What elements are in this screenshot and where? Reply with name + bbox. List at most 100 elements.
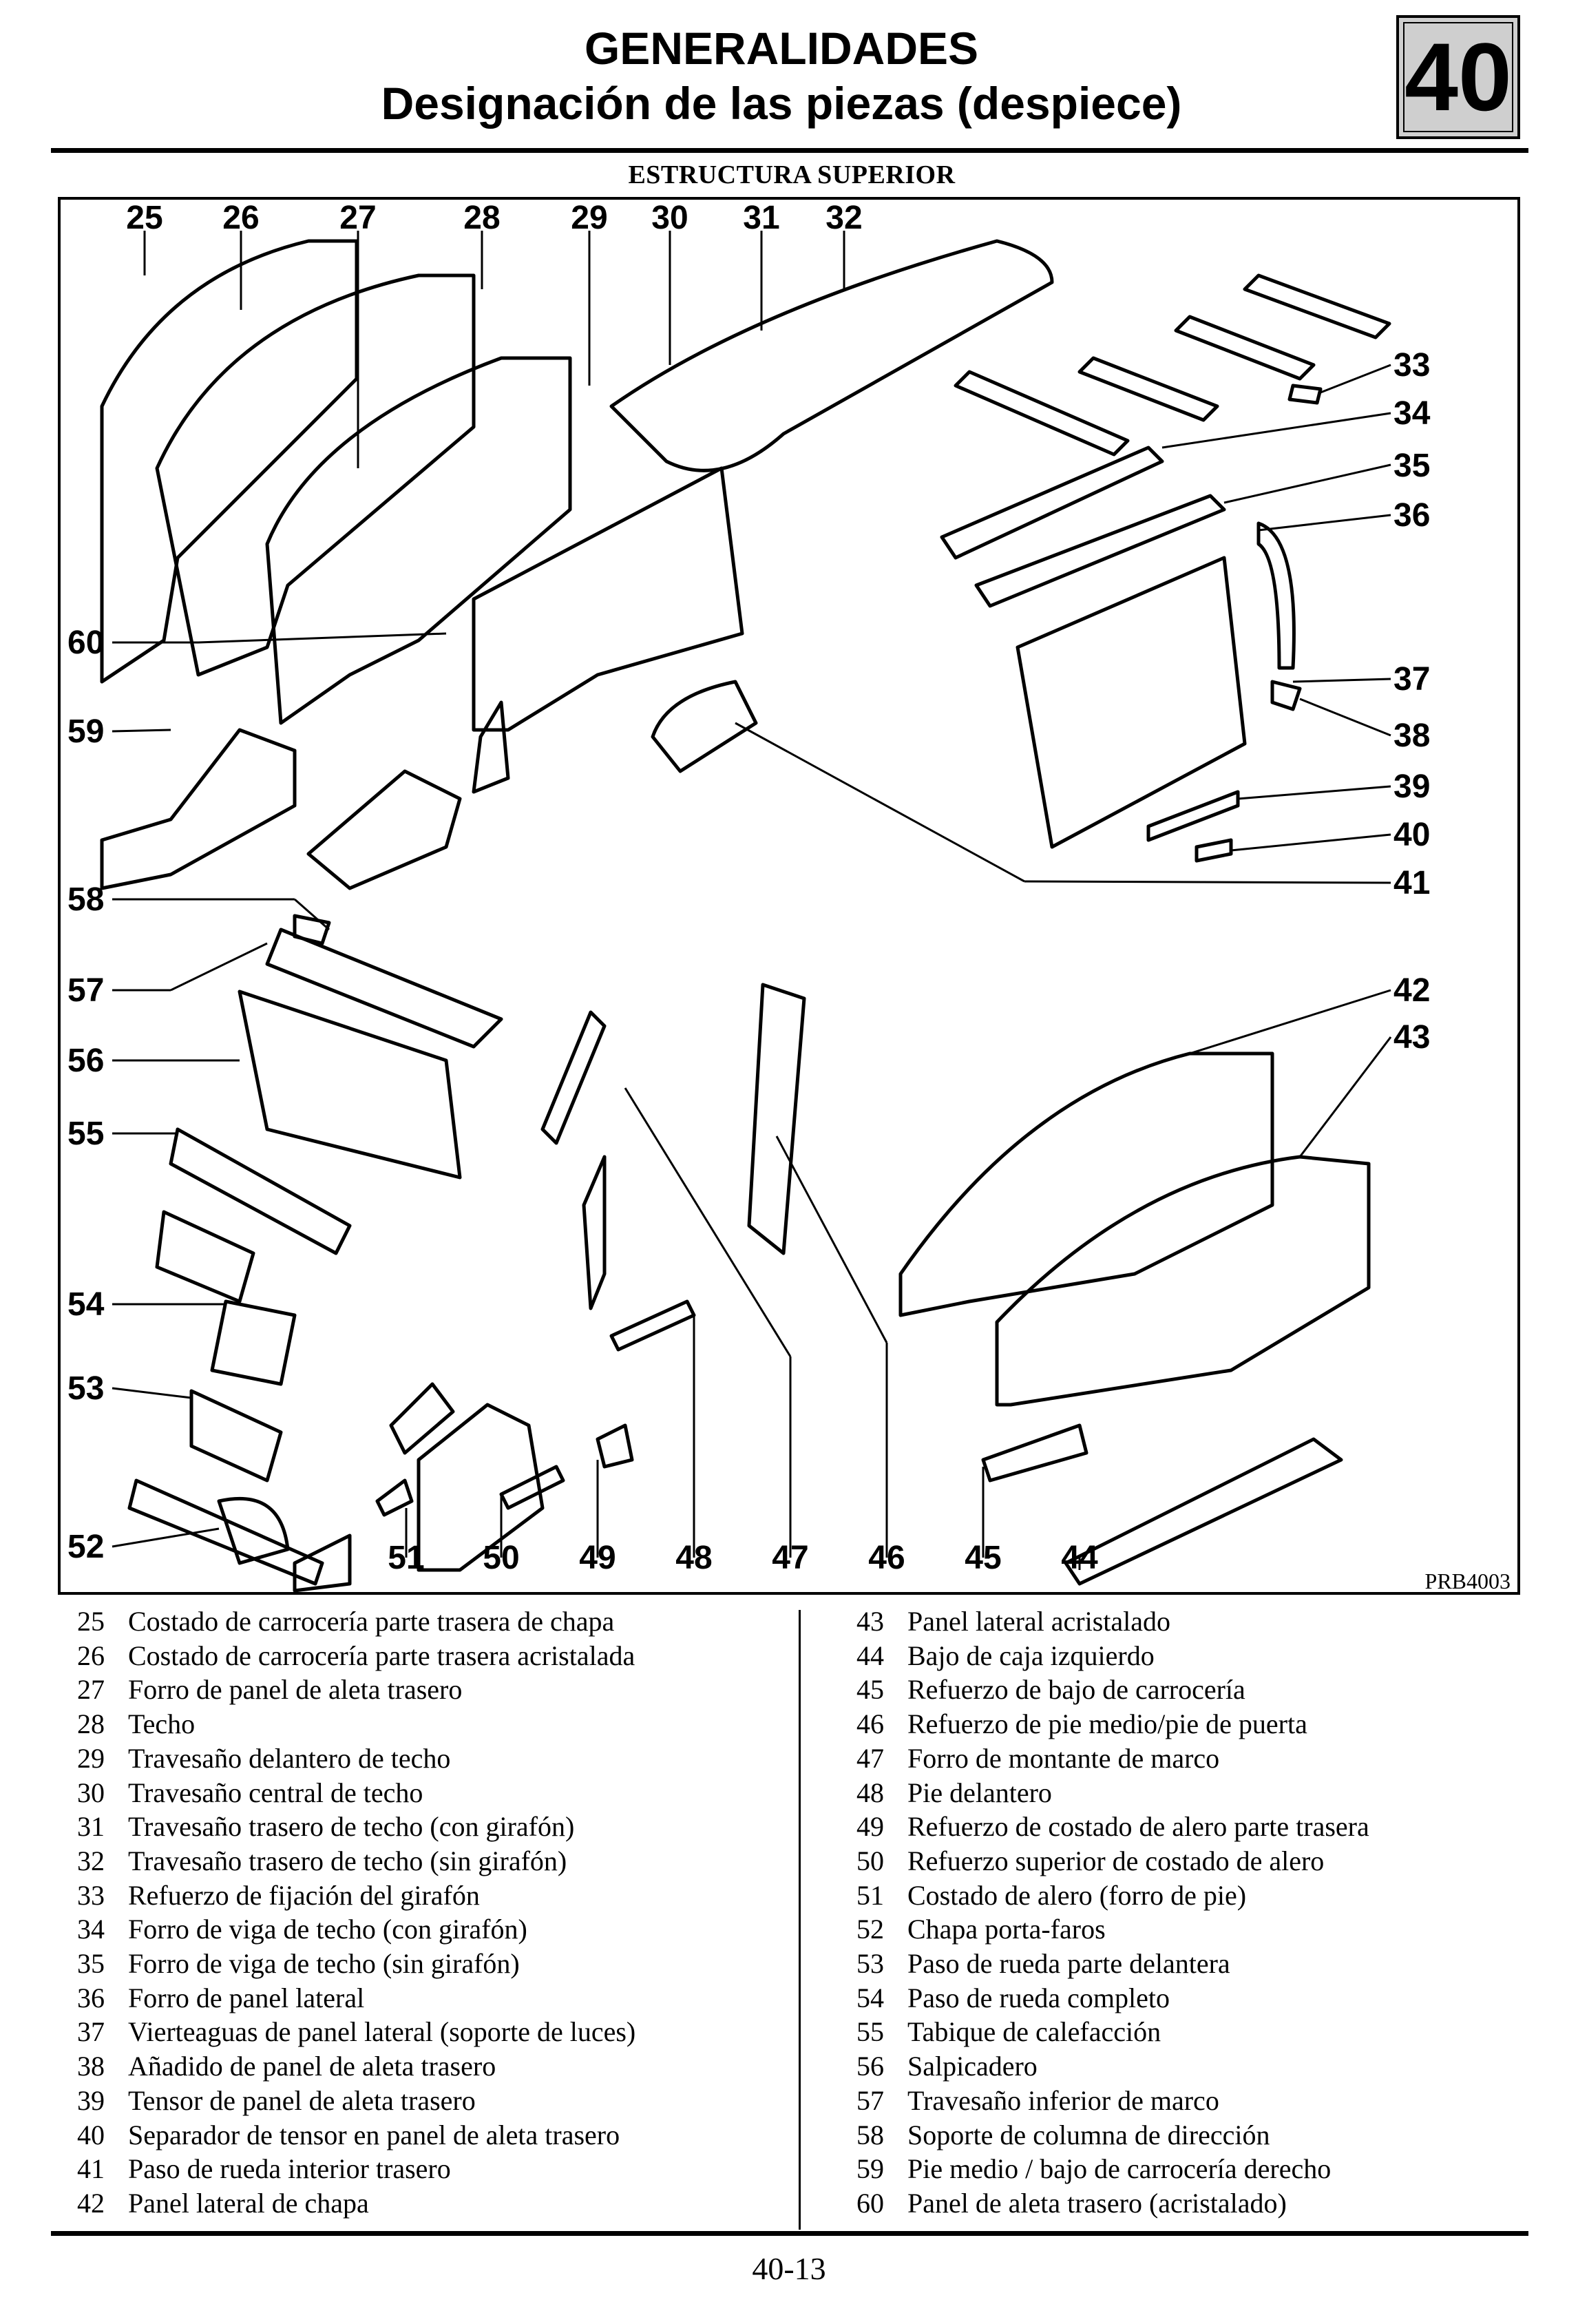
figure-reference: PRB4003 [1424, 1569, 1511, 1593]
legend-item-number: 32 [77, 1845, 105, 1876]
legend-item-label: Techo [128, 1708, 196, 1740]
callout-56: 56 [67, 1043, 104, 1079]
legend-item: 37 Vierteaguas de panel lateral (soporte … [63, 2015, 635, 2049]
legend-item-label: Añadido de panel de aleta trasero [128, 2051, 496, 2082]
legend-item-number: 34 [77, 1914, 105, 1945]
legend-item-number: 60 [856, 2187, 884, 2219]
legend-item-label: Forro de panel de aleta trasero [128, 1674, 463, 1706]
callout-45: 45 [965, 1540, 1001, 1576]
legend-item-label: Pie delantero [907, 1777, 1052, 1808]
callout-55: 55 [67, 1116, 104, 1152]
legend-item-label: Separador de tensor en panel de aleta tr… [128, 2119, 620, 2150]
legend-item-number: 33 [77, 1879, 105, 1911]
legend-item-number: 58 [856, 2119, 884, 2150]
legend-item-number: 49 [856, 1811, 884, 1843]
legend-item-number: 26 [77, 1640, 105, 1671]
legend-item-label: Forro de panel lateral [128, 1982, 365, 2013]
legend-item: 59 Pie medio / bajo de carrocería derecho [843, 2152, 1369, 2186]
header-rule [51, 148, 1528, 153]
legend-item-label: Costado de carrocería parte trasera de c… [128, 1606, 615, 1637]
legend-item-number: 54 [856, 1982, 884, 2013]
callout-51: 51 [388, 1540, 424, 1576]
callout-43: 43 [1393, 1019, 1430, 1056]
legend-item-number: 55 [856, 2016, 884, 2048]
legend-item-number: 41 [77, 2153, 105, 2185]
chapter-badge: 40 [1396, 15, 1520, 139]
legend-item-label: Tensor de panel de aleta trasero [128, 2084, 476, 2116]
callout-27: 27 [339, 200, 376, 236]
legend-item: 34 Forro de viga de techo (con girafón) [63, 1912, 635, 1947]
callout-32: 32 [825, 200, 862, 236]
callout-49: 49 [579, 1540, 616, 1576]
legend-item-label: Travesaño trasero de techo (con girafón) [128, 1811, 575, 1843]
callout-29: 29 [571, 200, 607, 236]
legend-item-label: Costado de carrocería parte trasera acri… [128, 1640, 635, 1671]
footer-rule [51, 2231, 1528, 2236]
legend-item-number: 27 [77, 1674, 105, 1706]
exploded-diagram: 25 26 27 28 29 30 31 32 33 34 35 36 37 3… [58, 197, 1520, 1595]
legend-item-label: Paso de rueda completo [907, 1982, 1170, 2013]
legend-item: 33 Refuerzo de fijación del girafón [63, 1878, 635, 1913]
callout-40: 40 [1393, 817, 1430, 853]
legend-item-number: 30 [77, 1777, 105, 1808]
legend-item: 25 Costado de carrocería parte trasera de… [63, 1604, 635, 1639]
callout-37: 37 [1393, 661, 1430, 698]
legend-item-number: 35 [77, 1948, 105, 1980]
legend-item-number: 48 [856, 1777, 884, 1808]
callout-33: 33 [1393, 347, 1430, 384]
legend-item-label: Travesaño inferior de marco [907, 2084, 1219, 2116]
legend-item-number: 37 [77, 2016, 105, 2048]
legend-item-number: 50 [856, 1845, 884, 1876]
legend-item-label: Forro de viga de techo (sin girafón) [128, 1948, 520, 1980]
callout-34: 34 [1393, 395, 1431, 432]
callout-59: 59 [67, 713, 104, 750]
legend-item-number: 59 [856, 2153, 884, 2185]
legend-item-label: Travesaño delantero de techo [128, 1742, 451, 1774]
callout-36: 36 [1393, 497, 1430, 534]
legend-item-label: Refuerzo de fijación del girafón [128, 1879, 480, 1911]
legend-item-label: Refuerzo de costado de alero parte trase… [907, 1811, 1369, 1843]
legend-item-label: Panel lateral de chapa [128, 2187, 369, 2219]
callout-41: 41 [1393, 865, 1430, 901]
legend-item-number: 46 [856, 1708, 884, 1740]
legend-item-label: Costado de alero (forro de pie) [907, 1879, 1247, 1911]
legend-item-label: Refuerzo de bajo de carrocería [907, 1674, 1245, 1706]
legend-item: 35 Forro de viga de techo (sin girafón) [63, 1947, 635, 1981]
legend-item-number: 31 [77, 1811, 105, 1843]
parts-drawing [100, 239, 1391, 1593]
page-subtitle: Designación de las piezas (despiece) [381, 78, 1182, 129]
legend-item-label: Travesaño trasero de techo (sin girafón) [128, 1845, 567, 1876]
legend-item-number: 39 [77, 2084, 105, 2116]
callout-31: 31 [743, 200, 779, 236]
legend-item-number: 52 [856, 1914, 884, 1945]
legend-item-label: Forro de viga de techo (con girafón) [128, 1914, 527, 1945]
legend-item-number: 53 [856, 1948, 884, 1980]
callout-30: 30 [651, 200, 688, 236]
callout-numbers: 25 26 27 28 29 30 31 32 33 34 35 36 37 3… [67, 200, 1431, 1576]
legend-item-label: Pie medio / bajo de carrocería derecho [907, 2153, 1332, 2185]
legend-item-label: Vierteaguas de panel lateral (soporte de… [128, 2016, 636, 2048]
figure-caption: ESTRUCTURA SUPERIOR [628, 160, 956, 189]
callout-28: 28 [463, 200, 500, 236]
callout-47: 47 [772, 1540, 808, 1576]
callout-42: 42 [1393, 972, 1430, 1009]
legend-item-label: Refuerzo superior de costado de alero [907, 1845, 1325, 1876]
callout-25: 25 [126, 200, 162, 236]
callout-57: 57 [67, 972, 104, 1009]
legend-item-number: 25 [77, 1606, 105, 1637]
legend-left: 25 Costado de carrocería parte trasera de… [63, 1604, 635, 2221]
diagram-svg: 25 26 27 28 29 30 31 32 33 34 35 36 37 3… [67, 200, 1431, 1593]
legend-item: 31 Travesaño trasero de techo (con girafó… [63, 1810, 635, 1844]
